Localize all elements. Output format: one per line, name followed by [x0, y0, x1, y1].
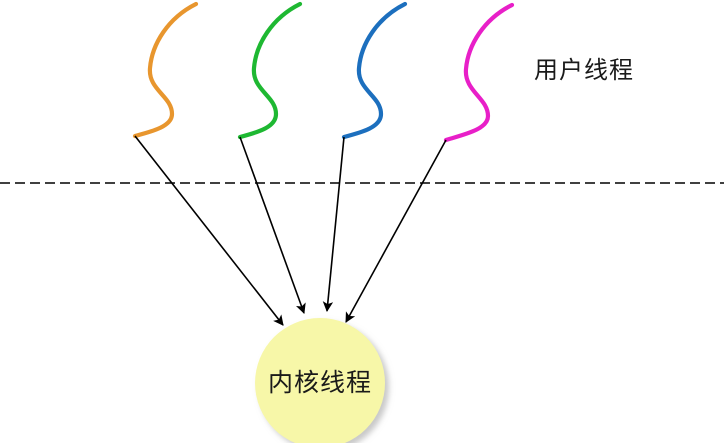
mapping-arrow-green [239, 136, 306, 314]
mapping-arrow-blue [322, 136, 345, 313]
user-thread-curve-green [237, 1, 303, 140]
user-thread-curve-blue [341, 1, 408, 140]
kernel-thread-circle [255, 318, 385, 443]
kernel-thread-label: 内核线程 [267, 368, 372, 397]
mapping-arrow-magenta [345, 139, 447, 323]
user-thread-curve-magenta [443, 2, 515, 143]
user-thread-label: 用户线程 [534, 56, 634, 84]
mapping-arrow-orange [134, 135, 284, 326]
user-thread-curve-orange [132, 1, 199, 139]
